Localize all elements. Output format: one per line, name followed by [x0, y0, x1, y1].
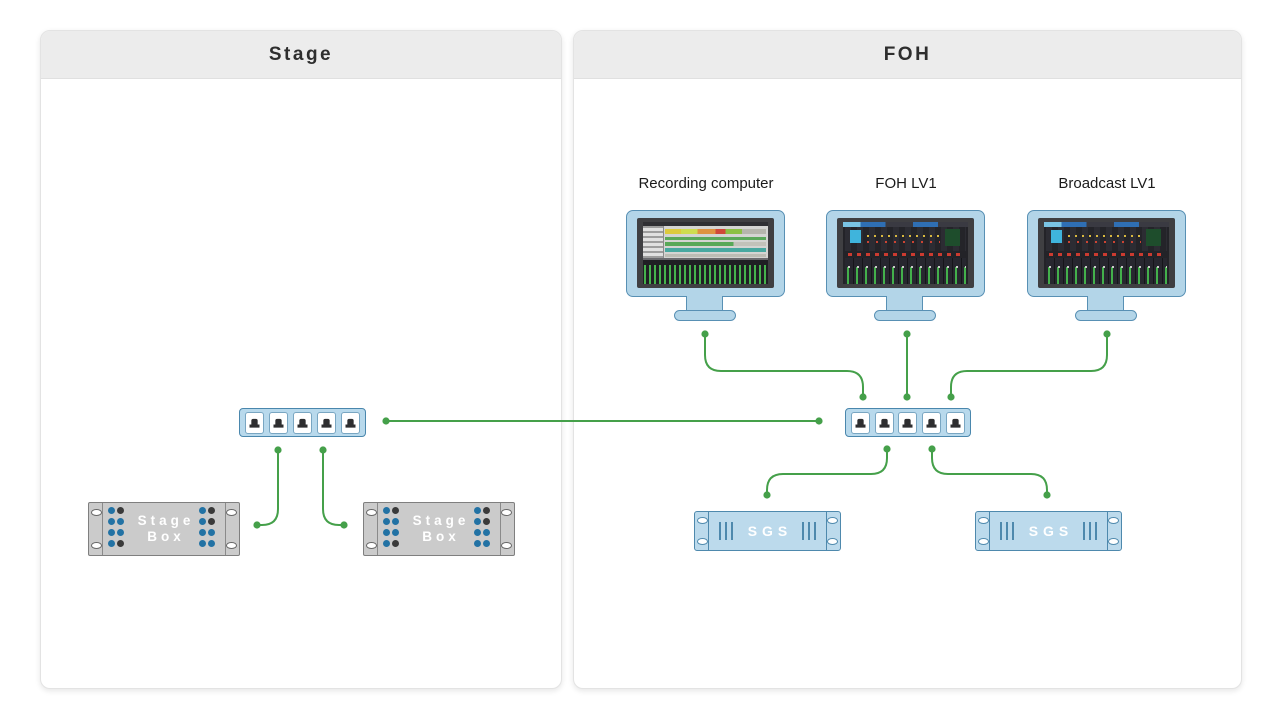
- foh-panel-title: FOH: [883, 43, 932, 65]
- monitor-screen: [837, 218, 974, 288]
- ethernet-port-icon: [946, 411, 966, 434]
- stage-panel: Stage: [40, 30, 562, 689]
- ethernet-port-icon: [874, 411, 894, 434]
- foh-network-switch: [845, 408, 971, 437]
- rack-screw-hole: [366, 542, 377, 549]
- monitor-stand-base: [1075, 310, 1137, 321]
- broadcast-lv1-monitor: [1027, 210, 1187, 322]
- recording-computer-monitor: [626, 210, 786, 322]
- monitor-body: [1027, 210, 1186, 297]
- foh-panel: FOH: [573, 30, 1242, 689]
- sgs-label: SGS: [1028, 523, 1074, 539]
- rack-screw-hole: [827, 538, 838, 545]
- connector-dots-left: [108, 507, 124, 547]
- monitor-body: [626, 210, 785, 297]
- foh-lv1-label: FOH LV1: [875, 175, 937, 192]
- lv1-mixer-screenshot: [1044, 222, 1169, 284]
- rack-screw-hole: [1108, 517, 1119, 524]
- ethernet-port-icon: [317, 411, 336, 434]
- monitor-body: [826, 210, 985, 297]
- vent-lines-icon: [802, 522, 816, 540]
- stage-panel-header: Stage: [41, 31, 561, 79]
- connector-dots-left: [383, 507, 399, 547]
- rack-screw-hole: [91, 542, 102, 549]
- rack-screw-hole: [226, 509, 237, 516]
- rack-screw-hole: [91, 509, 102, 516]
- lv1-mixer-screenshot: [843, 222, 968, 284]
- ethernet-port-icon: [898, 411, 918, 434]
- foh-panel-header: FOH: [574, 31, 1241, 79]
- vent-lines-icon: [719, 522, 733, 540]
- sgs-label: SGS: [747, 523, 793, 539]
- sgs-unit-1: SGS: [694, 511, 841, 551]
- monitor-stand-base: [674, 310, 736, 321]
- ethernet-port-icon: [922, 411, 942, 434]
- monitor-screen: [637, 218, 774, 288]
- foh-lv1-monitor: [826, 210, 986, 322]
- rack-screw-hole: [226, 542, 237, 549]
- ethernet-port-icon: [293, 411, 312, 434]
- monitor-stand-base: [874, 310, 936, 321]
- monitor-screen: [1038, 218, 1175, 288]
- rack-screw-hole: [827, 517, 838, 524]
- rack-screw-hole: [697, 538, 708, 545]
- rack-screw-hole: [501, 509, 512, 516]
- rack-screw-hole: [697, 517, 708, 524]
- stage-network-switch: [239, 408, 366, 437]
- ethernet-port-icon: [341, 411, 360, 434]
- stage-panel-title: Stage: [268, 43, 334, 65]
- rack-screw-hole: [978, 538, 989, 545]
- broadcast-lv1-label: Broadcast LV1: [1058, 175, 1156, 192]
- vent-lines-icon: [1000, 522, 1014, 540]
- ethernet-port-icon: [850, 411, 870, 434]
- connector-dots-right: [474, 507, 490, 547]
- recording-computer-label: Recording computer: [638, 175, 774, 192]
- vent-lines-icon: [1083, 522, 1097, 540]
- ethernet-port-icon: [269, 411, 288, 434]
- rack-screw-hole: [1108, 538, 1119, 545]
- sgs-unit-2: SGS: [975, 511, 1122, 551]
- daw-app-screenshot: [643, 222, 768, 284]
- rack-screw-hole: [978, 517, 989, 524]
- connector-dots-right: [199, 507, 215, 547]
- rack-screw-hole: [366, 509, 377, 516]
- rack-screw-hole: [501, 542, 512, 549]
- ethernet-port-icon: [245, 411, 264, 434]
